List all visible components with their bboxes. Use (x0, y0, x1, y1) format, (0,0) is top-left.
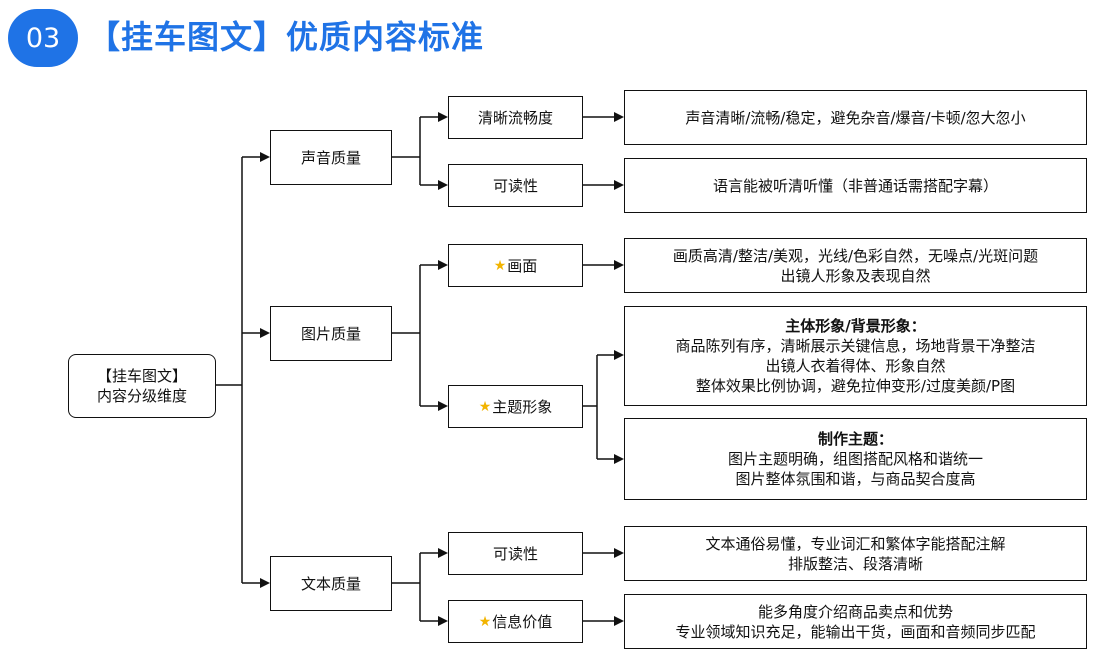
star-icon: ★ (493, 257, 507, 274)
detail-line: 能多角度介绍商品卖点和优势 (757, 602, 953, 621)
star-icon: ★ (478, 613, 492, 630)
sub-text-readability: 可读性 (448, 532, 583, 575)
section-number: 03 (25, 22, 61, 54)
detail-clarity: 声音清晰/流畅/稳定，避免杂音/爆音/卡顿/忽大忽小 (624, 90, 1087, 145)
sub-picture: ★ 画面 (448, 244, 583, 287)
root-line-1: 【挂车图文】 (96, 367, 187, 385)
root-node: 【挂车图文】 内容分级维度 (68, 354, 216, 418)
root-line-2: 内容分级维度 (96, 387, 187, 405)
detail-line: 出镜人形象及表现自然 (780, 266, 931, 285)
detail-line: 出镜人衣着得体、形象自然 (765, 357, 946, 375)
detail-line: 商品陈列有序，清晰展示关键信息，场地背景干净整洁 (675, 337, 1036, 355)
detail-line: 专业领域知识充足，能输出干货，画面和音频同步匹配 (675, 622, 1036, 641)
detail-sound-readability: 语言能被听清听懂（非普通话需搭配字幕） (624, 158, 1087, 213)
category-text-quality: 文本质量 (270, 556, 392, 611)
detail-heading: 制作主题： (817, 430, 893, 448)
sub-information-value: ★ 信息价值 (448, 600, 583, 643)
detail-line: 图片整体氛围和谐，与商品契合度高 (735, 470, 976, 488)
detail-line: 排版整洁、段落清晰 (787, 554, 923, 573)
category-image-quality: 图片质量 (270, 306, 392, 361)
category-label: 声音质量 (300, 148, 361, 167)
detail-text-readability: 文本通俗易懂，专业词汇和繁体字能搭配注解 排版整洁、段落清晰 (624, 526, 1087, 581)
sub-label: 主题形象 (492, 397, 553, 416)
detail-picture: 画质高清/整洁/美观，光线/色彩自然，无噪点/光斑问题 出镜人形象及表现自然 (624, 238, 1087, 293)
sub-clarity-fluency: 清晰流畅度 (448, 96, 583, 139)
detail-subject-background: 主体形象/背景形象： 商品陈列有序，清晰展示关键信息，场地背景干净整洁 出镜人衣… (624, 306, 1087, 406)
star-icon: ★ (478, 398, 492, 415)
sub-label: 可读性 (492, 544, 538, 563)
detail-information-value: 能多角度介绍商品卖点和优势 专业领域知识充足，能输出干货，画面和音频同步匹配 (624, 594, 1087, 649)
detail-line: 画质高清/整洁/美观，光线/色彩自然，无噪点/光斑问题 (672, 246, 1039, 265)
detail-line: 声音清晰/流畅/稳定，避免杂音/爆音/卡顿/忽大忽小 (685, 108, 1026, 127)
sub-subject-image: ★ 主题形象 (448, 385, 583, 428)
sub-label: 画面 (507, 256, 538, 275)
detail-line: 文本通俗易懂，专业词汇和繁体字能搭配注解 (705, 534, 1006, 553)
detail-line: 语言能被听清听懂（非普通话需搭配字幕） (712, 176, 998, 195)
detail-line: 图片主题明确，组图搭配风格和谐统一 (727, 450, 983, 468)
page-title: 【挂车图文】优质内容标准 (88, 18, 485, 56)
sub-label: 清晰流畅度 (477, 108, 553, 127)
sub-label: 信息价值 (492, 612, 553, 631)
category-sound-quality: 声音质量 (270, 130, 392, 185)
category-label: 图片质量 (300, 324, 361, 343)
detail-production-theme: 制作主题： 图片主题明确，组图搭配风格和谐统一 图片整体氛围和谐，与商品契合度高 (624, 418, 1087, 500)
detail-line: 整体效果比例协调，避免拉伸变形/过度美颜/P图 (695, 377, 1016, 395)
section-number-badge: 03 (8, 9, 78, 67)
category-label: 文本质量 (300, 574, 361, 593)
detail-heading: 主体形象/背景形象： (785, 317, 926, 335)
sub-sound-readability: 可读性 (448, 164, 583, 207)
sub-label: 可读性 (492, 176, 538, 195)
